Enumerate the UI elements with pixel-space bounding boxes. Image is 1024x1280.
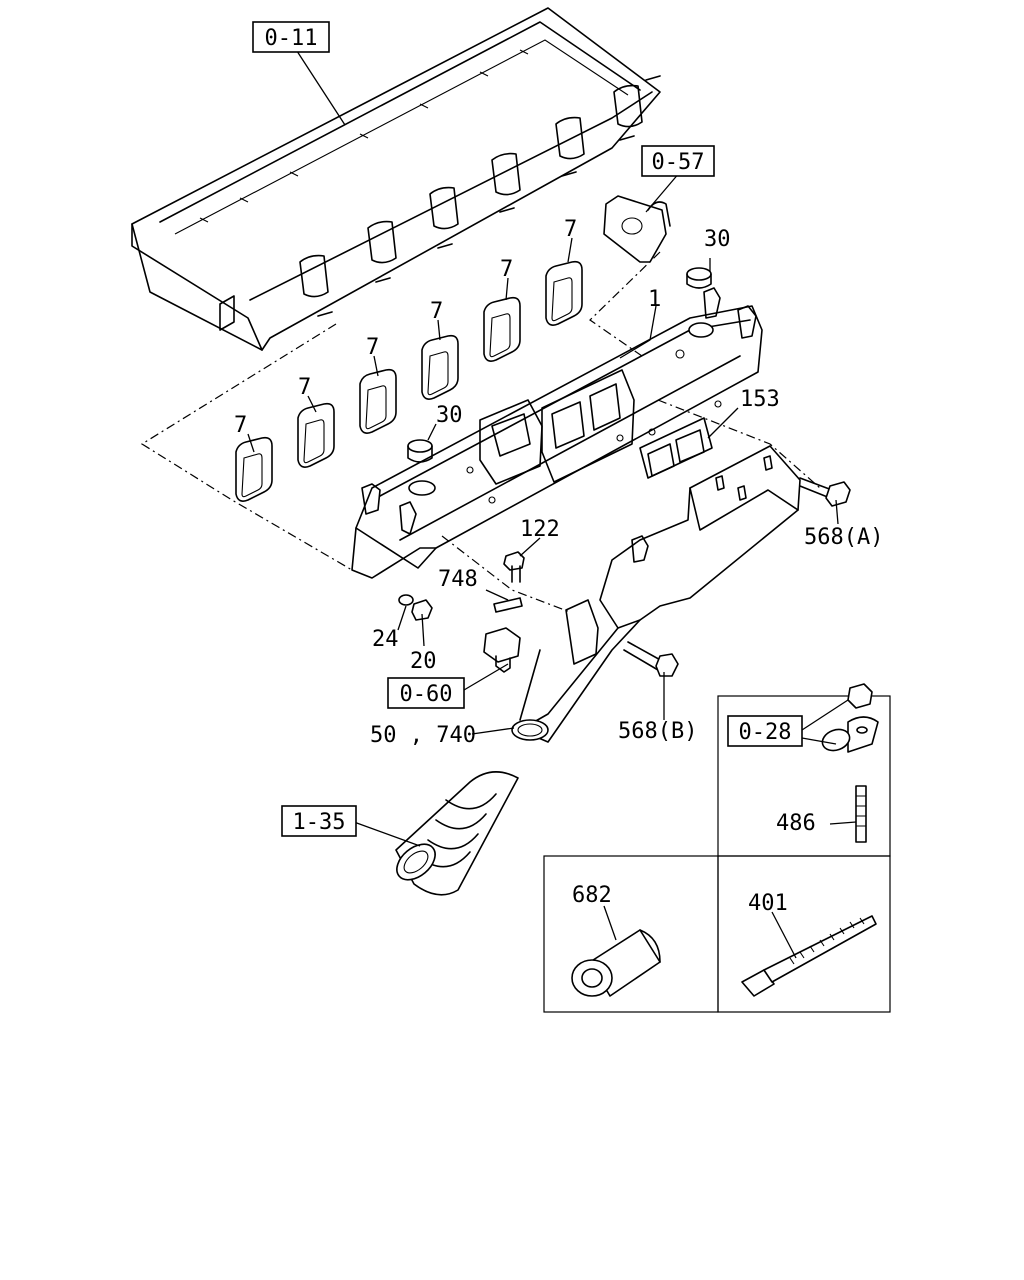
part-label-748: 748 [438,567,478,592]
part-label-401: 401 [748,891,788,916]
part-label-568b: 568(B) [618,719,697,744]
ref-box-0-11: 0-11 [252,21,330,53]
cylinder-head-drawing [131,7,661,351]
ref-label-0-28: 0-28 [739,720,792,745]
part-label-153: 153 [740,387,780,412]
part-label-486: 486 [776,811,816,836]
inset-boxes [543,683,891,1013]
part-labels: 1 7 7 7 7 7 7 30 30 153 122 748 24 20 56… [234,217,883,916]
part-label-7: 7 [564,217,577,242]
ref-box-0-57: 0-57 [641,145,715,177]
part-label-7: 7 [500,257,513,282]
part-label-682: 682 [572,883,612,908]
part-label-7: 7 [298,375,311,400]
part-label-30: 30 [436,403,463,428]
exhaust-pipe-drawing [511,417,801,743]
part-label-7: 7 [234,413,247,438]
ref-box-1-35: 1-35 [281,805,357,837]
hardware-drawing [398,195,851,677]
assembly-lines [140,251,821,613]
part-label-7: 7 [430,299,443,324]
ref-label-1-35: 1-35 [293,810,346,835]
ref-label-0-11: 0-11 [265,26,318,51]
ref-box-0-28: 0-28 [727,715,803,747]
hose-drawing [395,771,519,896]
part-label-20: 20 [410,649,437,674]
part-label-50-740: 50 , 740 [370,723,476,748]
ref-label-0-60: 0-60 [400,682,453,707]
leader-lines [247,47,839,847]
part-label-568a: 568(A) [804,525,883,550]
part-label-122: 122 [520,517,560,542]
ref-label-0-57: 0-57 [652,150,705,175]
manifold-gaskets [235,260,583,502]
part-label-24: 24 [372,627,399,652]
part-label-30: 30 [704,227,731,252]
part-label-1: 1 [648,287,661,312]
ref-box-0-60: 0-60 [387,677,465,709]
exhaust-manifold-drawing [351,267,763,579]
part-label-7: 7 [366,335,379,360]
